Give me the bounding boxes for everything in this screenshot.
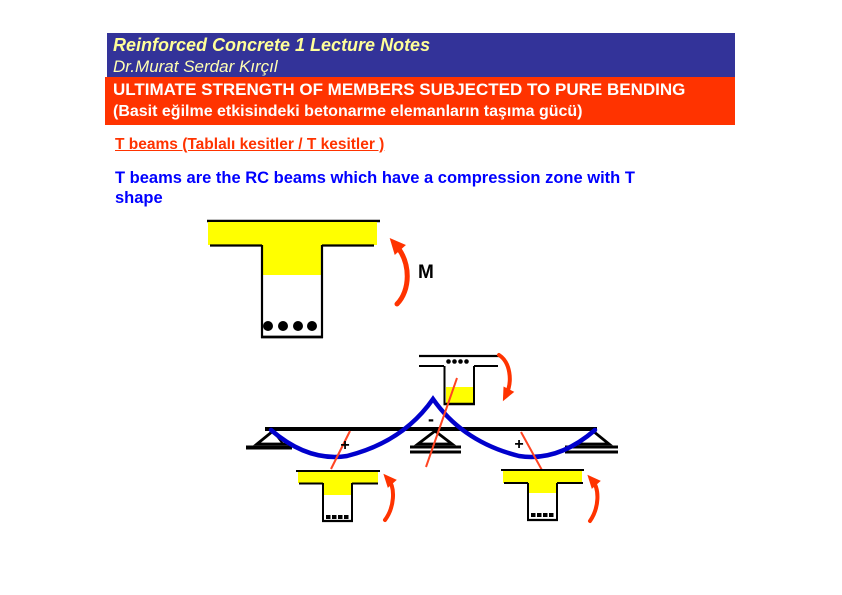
rebar-dots: [263, 321, 317, 331]
moment-curve: [268, 395, 598, 460]
positive-moment-arrow-right: [587, 474, 601, 523]
rebar-dots: [531, 513, 554, 517]
flange-compression-zone: [208, 222, 377, 245]
body-text-line2: shape: [115, 189, 163, 207]
topic-banner: ULTIMATE STRENGTH OF MEMBERS SUBJECTED T…: [105, 77, 735, 125]
moment-arrow: [389, 238, 410, 307]
positive-moment-arrow-left: [383, 473, 397, 522]
negative-moment-arrow: [497, 353, 515, 402]
support-section: [419, 354, 502, 406]
minus-sign: -: [428, 409, 434, 429]
topic-title-en: ULTIMATE STRENGTH OF MEMBERS SUBJECTED T…: [113, 80, 686, 99]
course-title: Reinforced Concrete 1 Lecture Notes: [113, 35, 431, 55]
continuous-beam-diagram: + + -: [246, 353, 618, 523]
section-heading: T beams (Tablalı kesitler / T kesitler ): [115, 136, 385, 153]
span-section-right: [501, 469, 584, 522]
cut-line-middle: [425, 377, 458, 468]
moment-label: M: [418, 262, 434, 283]
header-banner: Reinforced Concrete 1 Lecture Notes Dr.M…: [107, 33, 735, 77]
cut-line-right: [520, 431, 544, 473]
cut-line-left: [330, 430, 351, 470]
lecturer-name: Dr.Murat Serdar Kırçıl: [113, 57, 278, 76]
web-compression-zone: [262, 245, 322, 275]
topic-title-tr: (Basit eğilme etkisindeki betonarme elem…: [113, 103, 583, 120]
span-section-left: [296, 470, 380, 523]
t-beam-section-diagram: M: [207, 219, 434, 339]
rebar-dots: [326, 515, 349, 519]
top-rebar-dots: [446, 359, 469, 364]
body-text: T beams are the RC beams which have a co…: [115, 168, 635, 208]
plus-sign-left: +: [340, 437, 349, 454]
body-text-line1: T beams are the RC beams which have a co…: [115, 169, 635, 187]
plus-sign-right: +: [514, 436, 523, 453]
